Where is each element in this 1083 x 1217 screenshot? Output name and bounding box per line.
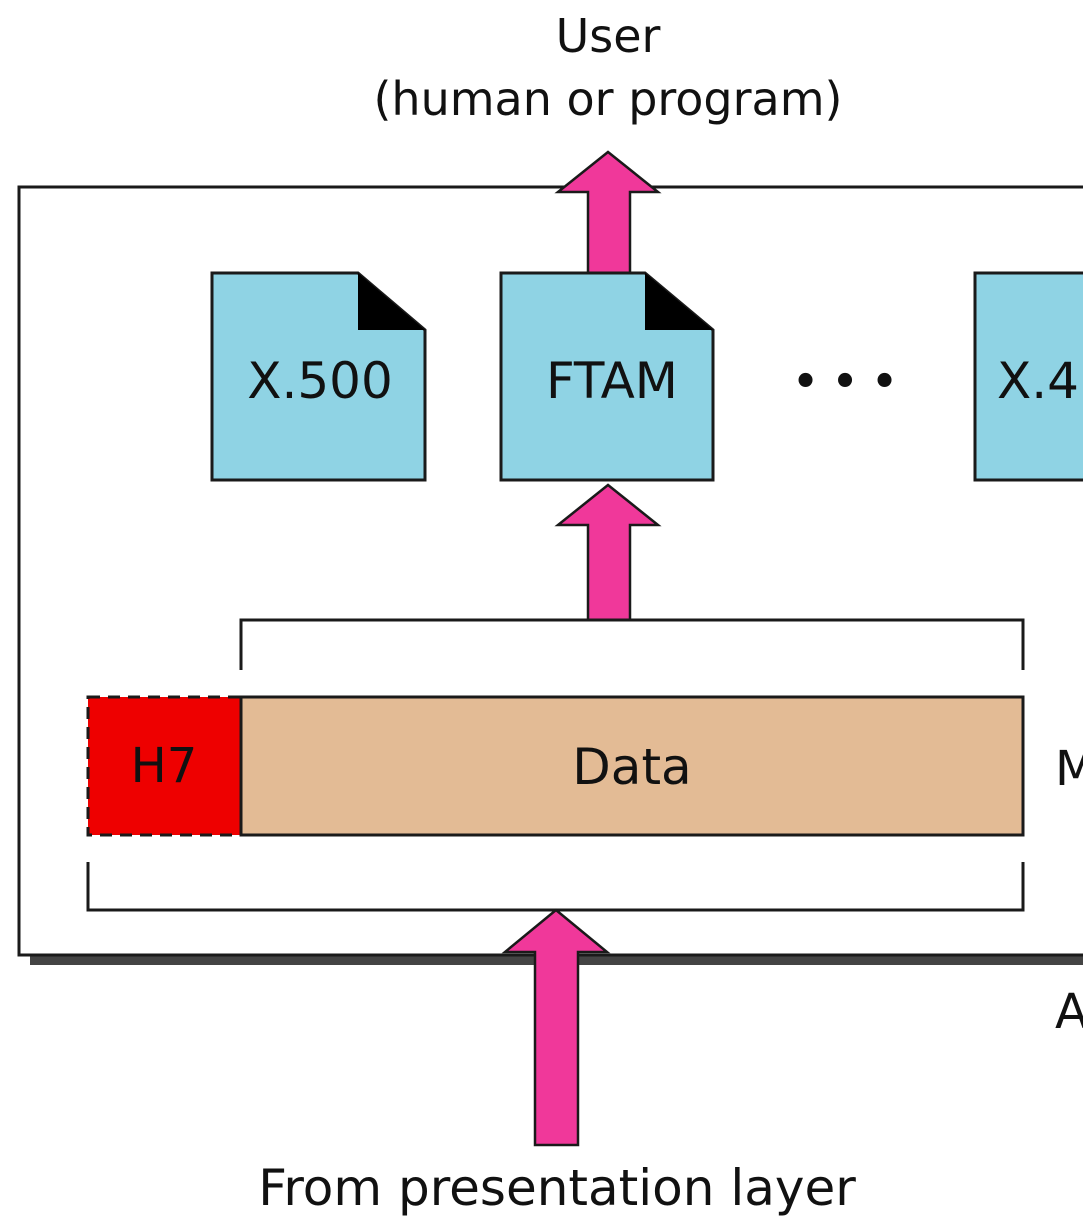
page-corner-icon	[358, 273, 425, 330]
data-label: Data	[572, 738, 691, 796]
presentation-label: From presentation layer	[258, 1159, 856, 1217]
packet: H7 Data	[86, 695, 1025, 837]
arrow-to-ftam	[554, 483, 662, 622]
service-x4: X.4	[973, 271, 1083, 482]
user-sublabel: (human or program)	[373, 72, 842, 126]
layer-side-label: A	[1055, 984, 1083, 1040]
user-label: User	[556, 9, 661, 63]
header-label: H7	[131, 738, 198, 794]
ellipsis: • • •	[793, 359, 898, 405]
arrow-from-presentation	[501, 908, 611, 1147]
service-x500: X.500	[210, 271, 427, 482]
data-block	[239, 695, 1025, 837]
data-bracket	[239, 618, 1025, 670]
service-label: FTAM	[546, 352, 678, 410]
arrow-to-user	[554, 150, 662, 277]
service-ftam: FTAM	[499, 271, 715, 482]
page-corner-icon	[645, 273, 713, 330]
message-side-label: M	[1055, 741, 1083, 797]
header-h7	[86, 695, 243, 837]
service-label: X.500	[247, 352, 393, 410]
service-label: X.4	[997, 352, 1079, 410]
